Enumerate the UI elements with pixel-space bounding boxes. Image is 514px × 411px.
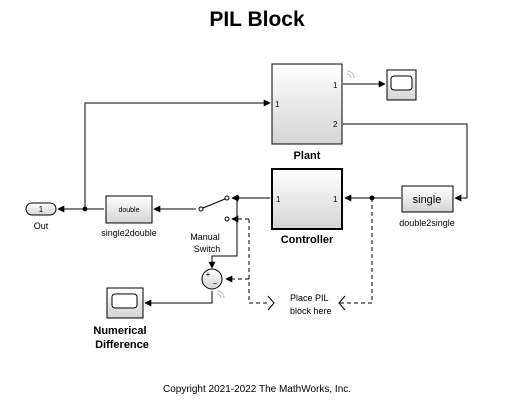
sum-minus-sign: − xyxy=(213,279,218,288)
branch-point-double2single xyxy=(369,195,375,201)
placeholder-lines xyxy=(225,198,373,304)
annotation-line2: block here xyxy=(290,306,332,316)
outport-number: 1 xyxy=(39,205,44,214)
sum-plus-sign: + xyxy=(206,270,211,279)
line-out-to-plant xyxy=(84,99,271,209)
numerical-difference-label-line1: Numerical xyxy=(93,325,146,337)
plant-block[interactable]: 1 1 2 xyxy=(271,63,343,145)
diagram-title: PIL Block xyxy=(209,8,305,31)
controller-block[interactable]: 1 1 xyxy=(271,168,343,230)
plant-label: Plant xyxy=(294,150,321,162)
controller-out-port-label: 1 xyxy=(333,195,338,204)
plant-out1-port-label: 1 xyxy=(333,81,338,90)
outport-block[interactable]: 1 xyxy=(25,202,57,216)
manual-switch-label-line1: Manual xyxy=(190,232,220,242)
double2single-text: single xyxy=(413,194,442,206)
numerical-difference-label-line2: Difference xyxy=(95,339,149,351)
manual-switch-block[interactable] xyxy=(198,195,230,222)
dashed-line-to-sum-minus xyxy=(248,219,268,304)
pil-placeholder-annotation[interactable]: Place PIL block here xyxy=(267,293,346,316)
plant-out2-port-label: 2 xyxy=(333,120,338,129)
sum-block[interactable]: + − xyxy=(201,268,223,290)
signal-logging-icon xyxy=(346,70,355,79)
controller-in-port-label: 1 xyxy=(276,195,281,204)
line-sum-to-scope xyxy=(144,291,213,307)
branch-point-out xyxy=(82,206,88,212)
scope-block[interactable] xyxy=(386,69,417,101)
double2single-block[interactable]: single xyxy=(401,185,454,213)
branch-point-controller xyxy=(234,195,240,201)
single2double-label: single2double xyxy=(101,228,157,238)
single2double-text: double xyxy=(118,207,139,214)
numerical-difference-scope[interactable] xyxy=(106,287,144,319)
sum-signal-icon xyxy=(216,290,225,299)
line-controller-to-sum xyxy=(208,198,238,269)
outport-label: Out xyxy=(34,221,49,231)
double2single-label: double2single xyxy=(399,218,455,228)
manual-switch-label-line2: Switch xyxy=(194,244,221,254)
copyright-notice: Copyright 2021-2022 The MathWorks, Inc. xyxy=(162,384,352,395)
single2double-block[interactable]: double xyxy=(105,195,153,224)
line-plant-to-double2single xyxy=(343,123,468,202)
annotation-line1: Place PIL xyxy=(290,293,329,303)
plant-in-port-label: 1 xyxy=(275,100,280,109)
controller-label: Controller xyxy=(281,234,334,246)
dashed-line-to-switch xyxy=(339,198,373,304)
